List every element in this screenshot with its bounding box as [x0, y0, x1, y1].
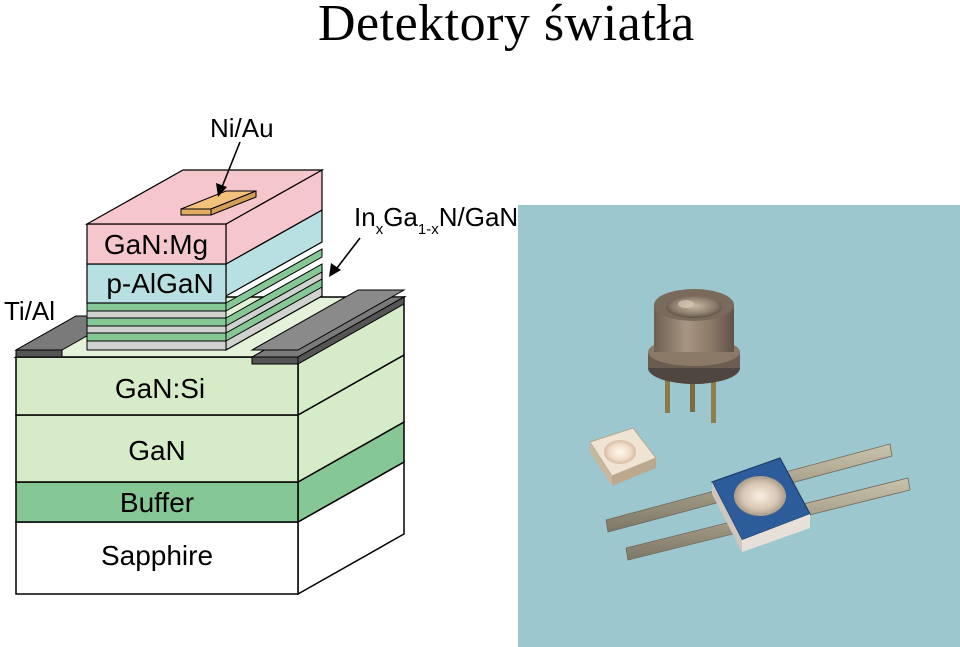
- ni-au-label: Ni/Au: [210, 113, 274, 143]
- layer-label-sapphire: Sapphire: [101, 540, 213, 571]
- layer-label-gan-mg: GaN:Mg: [104, 229, 208, 260]
- ni-au-pad: [180, 190, 257, 216]
- layer-label-buffer: Buffer: [120, 487, 194, 518]
- layer-sapphire: [15, 460, 405, 596]
- mesa: [84, 168, 325, 352]
- quantum-well-label: InxGa1-xN/GaN: [354, 202, 518, 238]
- to-can-detector: [648, 289, 740, 423]
- ti-al-contact-right: [250, 289, 406, 365]
- layer-label-p-algan: p-AlGaN: [106, 268, 213, 299]
- smd-detector-white: [589, 427, 657, 486]
- layer-label-gan-si: GaN:Si: [115, 373, 205, 404]
- page-title: Detektory światła: [318, 0, 695, 52]
- arrow-quantum-well: [329, 237, 361, 277]
- layer-buffer: [15, 420, 405, 524]
- ti-al-label: Ti/Al: [4, 296, 55, 326]
- smd-detector-blue: [605, 443, 911, 561]
- arrow-ni-au: [216, 141, 241, 197]
- layer-label-gan: GaN: [128, 435, 186, 466]
- detectors-photo: [518, 205, 960, 647]
- layer-gan: [15, 353, 405, 484]
